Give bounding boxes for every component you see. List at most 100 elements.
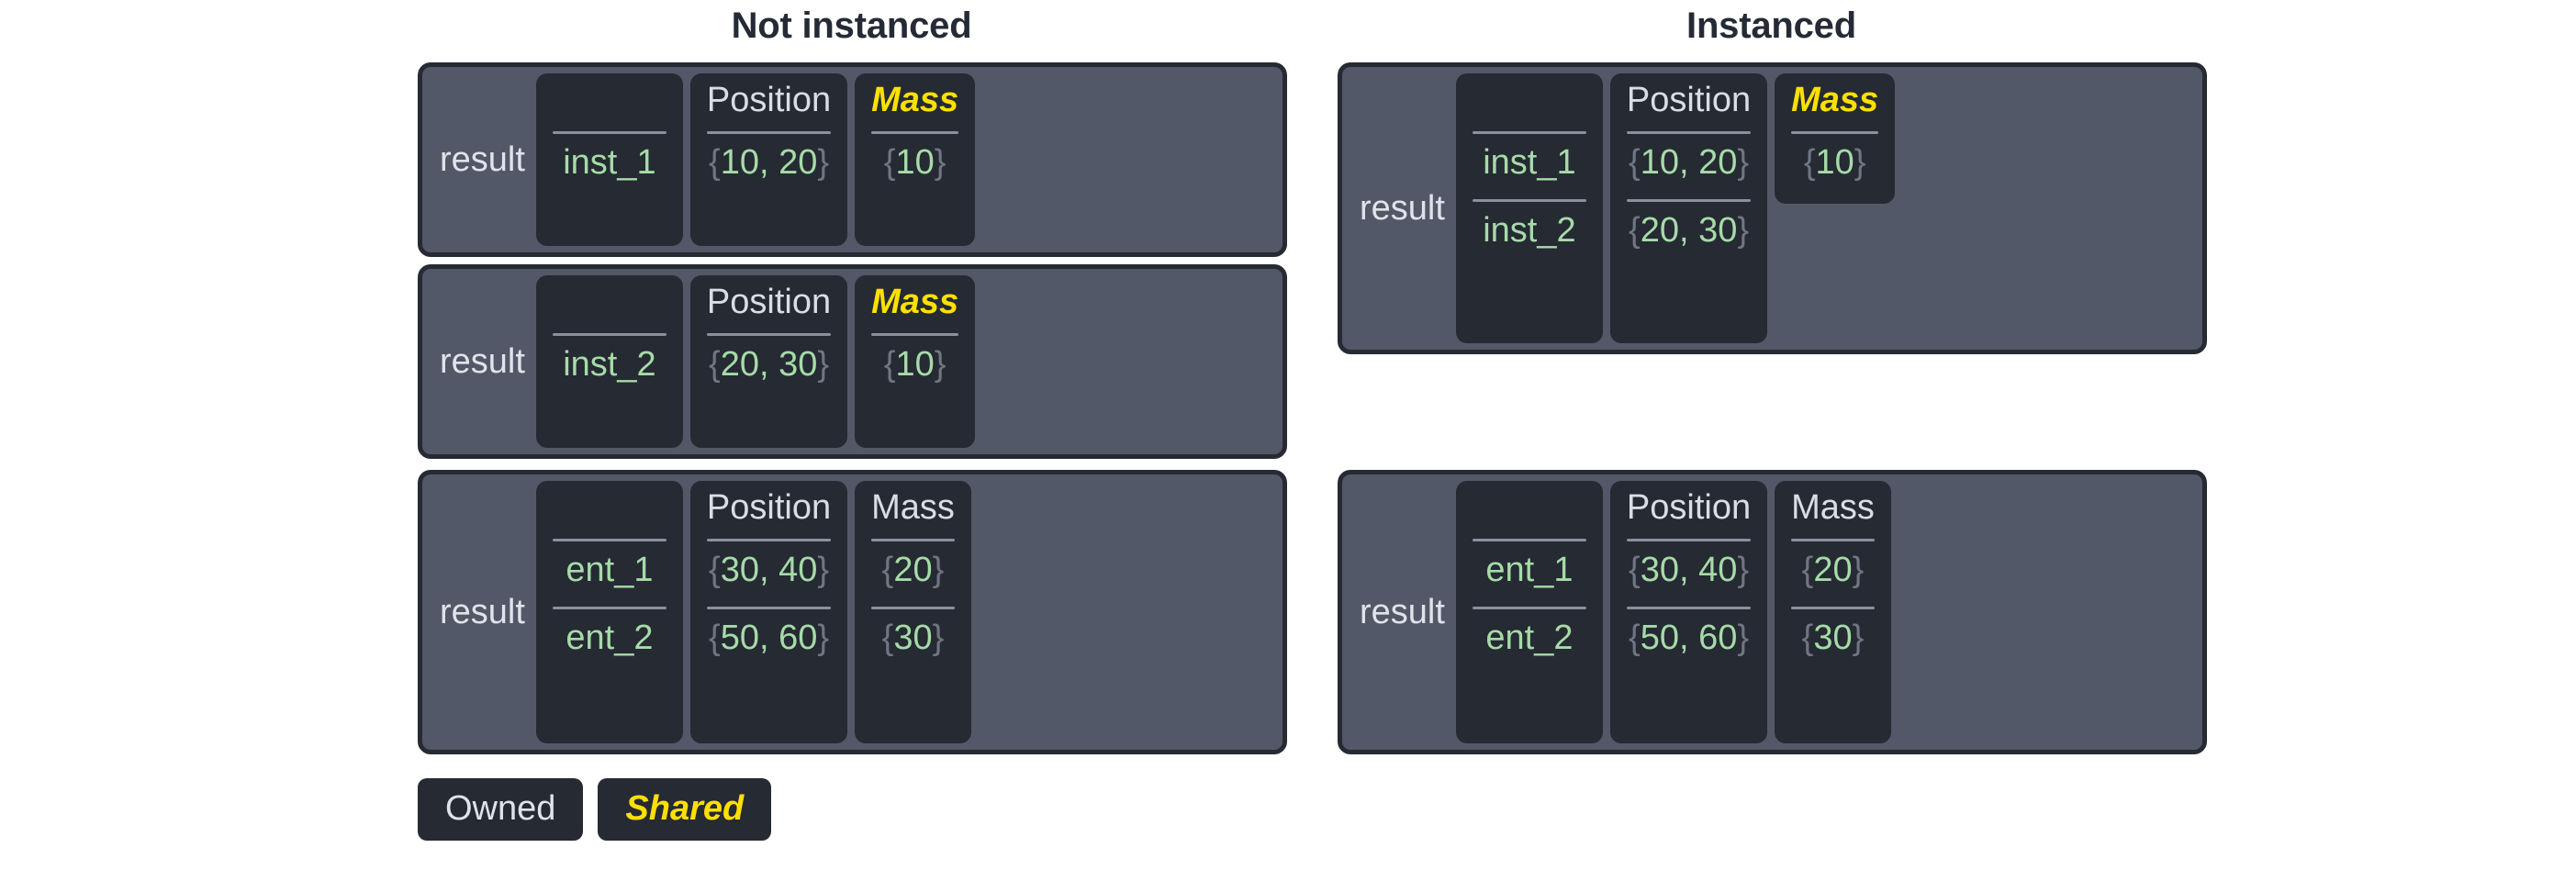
table-cell: {20, 30} [1627,202,1751,259]
table-cell: ent_1 [1485,551,1574,589]
table-column-pos: Position{30, 40}{50, 60} [1609,481,1768,743]
row-divider [1626,198,1752,202]
column-header: Position [706,283,832,321]
table-column-mass: Mass{20}{30} [855,481,971,743]
cell-value-text: 30, 40 [720,551,818,589]
result-label: result [1360,188,1445,228]
row-divider [1626,539,1752,541]
row-divider [552,131,666,134]
cell-value-text: 30 [1813,618,1853,657]
table-cell: {50, 60} [707,609,831,666]
result-label: result [1360,592,1445,631]
row-divider [871,606,955,609]
column-header: Mass [1791,488,1875,527]
row-divider [1626,131,1752,134]
heading-not-instanced: Not instanced [731,6,972,46]
heading-instanced: Instanced [1686,6,1856,46]
brace-close: } [817,551,830,589]
row-divider [552,539,666,541]
table-column-mass: Mass{10} [1775,73,1896,204]
brace-open: { [1628,210,1641,250]
cell-value-text: 20, 30 [1640,210,1738,250]
brace-close: } [934,143,946,182]
table-column-name: inst_2 [535,275,683,448]
cell-value-text: 30 [893,618,933,657]
brace-open: { [708,143,721,182]
legend: Owned Shared [418,778,772,841]
row-divider [1472,198,1586,202]
brace-open: { [1628,551,1641,589]
table-cell: {10, 20} [1627,134,1751,191]
column-header: Position [706,81,832,119]
table-column-pos: Position{10, 20}{20, 30} [1609,73,1768,343]
table-cell: ent_1 [566,551,654,589]
table-cell: {30} [1791,609,1875,666]
row-divider [706,539,832,541]
row-divider [1626,606,1752,609]
cell-value-text: 10, 20 [720,143,818,182]
row-divider [706,131,832,134]
table-column-pos: Position {20, 30} [689,275,848,448]
result-label: result [440,592,525,631]
table-cell: inst_1 [563,143,656,182]
brace-close: } [932,618,945,657]
result-label: result [440,139,525,179]
brace-open: { [1801,618,1814,657]
brace-close: } [1737,551,1750,589]
table-cell: ent_2 [566,618,654,657]
brace-open: { [708,618,721,657]
table-column-name: inst_1 [535,73,683,246]
table-cell: inst_1 [1483,143,1576,182]
cell-value-text: 10, 20 [1640,143,1738,182]
table-cell: {20} [871,541,955,598]
table-cell: ent_2 [1485,618,1574,657]
cell-value-text: 20 [1813,551,1853,589]
column-header [1473,79,1586,123]
row-divider [871,131,959,134]
column-header [553,281,666,325]
brace-close: } [1737,143,1750,182]
column-header [553,79,666,123]
column-header: Mass [871,81,959,119]
row-divider [1791,606,1875,609]
row-divider [706,606,832,609]
brace-close: } [1852,551,1865,589]
table-cell: {10, 20} [707,134,831,191]
row-divider [552,333,666,336]
cell-value-text: 50, 60 [1640,618,1738,657]
brace-open: { [1801,551,1814,589]
table-cell: {50, 60} [1627,609,1751,666]
table-cell: {30} [871,609,955,666]
table-cell: inst_2 [563,345,656,384]
row-divider [1472,606,1586,609]
brace-close: } [817,345,830,384]
row-divider [552,606,666,609]
brace-open: { [881,551,894,589]
table-cell: {20} [1791,541,1875,598]
brace-open: { [1803,143,1816,182]
table-cell: {10} [871,134,958,191]
brace-close: } [1737,210,1750,250]
table-cell: {10} [871,336,958,393]
table-column-mass: Mass {10} [855,73,976,246]
brace-close: } [1737,618,1750,657]
legend-chip-shared: Shared [598,778,772,841]
row-divider [871,333,959,336]
cell-value-text: 10 [1815,143,1854,182]
cell-value-text: 10 [895,345,935,384]
row-divider [871,539,955,541]
brace-open: { [883,143,896,182]
brace-close: } [817,618,830,657]
brace-close: } [932,551,945,589]
table-column-pos: Position{30, 40}{50, 60} [689,481,848,743]
brace-close: } [934,345,946,384]
table-cell: {20, 30} [707,336,831,393]
